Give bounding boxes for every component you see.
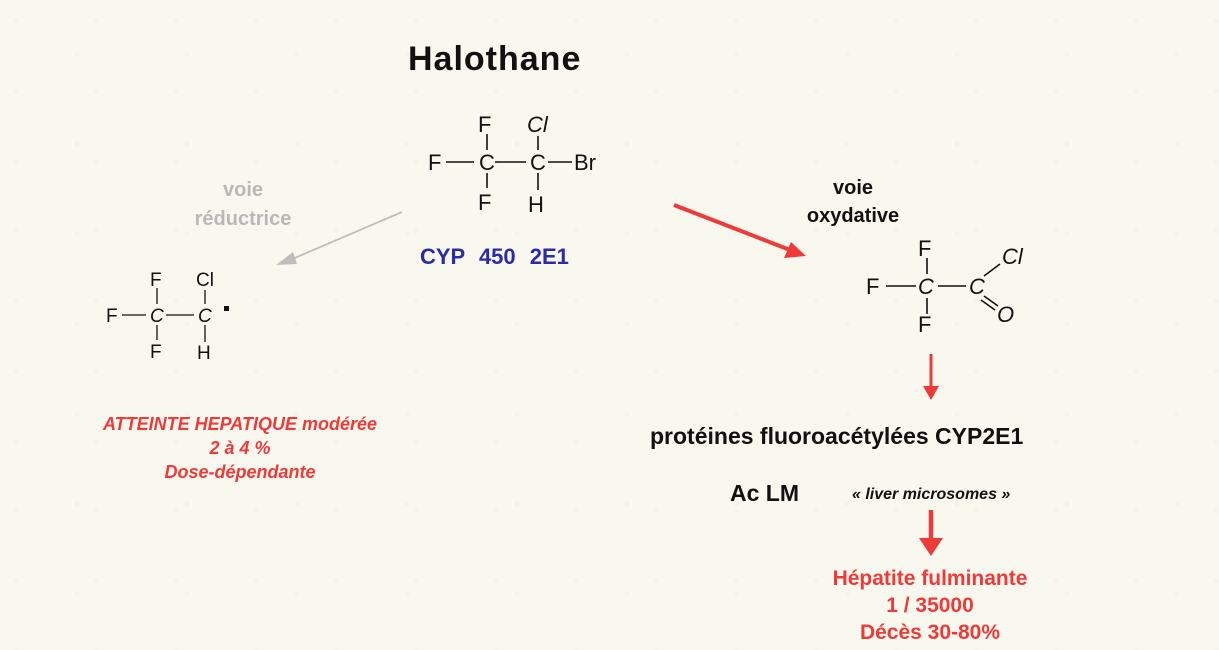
acyl-chloride-atoms: F F F C C Cl O (866, 236, 1024, 337)
arrow-to-proteins (923, 354, 939, 400)
atom-f: F (150, 342, 162, 363)
atom-c: C (918, 274, 934, 299)
atom-c: C (479, 150, 495, 175)
bond (980, 299, 996, 311)
atom-f: F (918, 312, 931, 337)
atom-cl: Cl (1002, 244, 1024, 269)
arrow-oxidative-head (784, 242, 806, 258)
atom-f: F (150, 270, 162, 291)
atom-f: F (478, 190, 491, 215)
arrow-oxidative-shaft (673, 203, 791, 252)
atom-o: O (997, 302, 1014, 327)
halothane-atoms: F F F C C Cl Br H (428, 112, 596, 217)
atom-f: F (866, 274, 879, 299)
enzyme-label: CYP 450 2E1 (420, 244, 569, 269)
oxidative-pathway-line2: oxydative (806, 205, 900, 227)
atom-c: C (530, 150, 546, 175)
slide-title: Halothane (408, 40, 582, 78)
hepatic-mild-line1: ATTEINTE HEPATIQUE modérée (102, 414, 378, 434)
bond (983, 263, 1001, 277)
antibody-label: Ac LM (730, 480, 799, 506)
fluoroacetylated-proteins-label: protéines fluoroacétylées CYP2E1 (650, 423, 1024, 449)
atom-f: F (106, 306, 118, 327)
atom-h: H (197, 343, 211, 364)
atom-f: F (918, 236, 931, 261)
reductive-pathway-label: voie réductrice (168, 176, 318, 234)
hepatic-mild-line3: Dose-dépendante (164, 462, 316, 482)
hepatic-mild-outcome: ATTEINTE HEPATIQUE modérée 2 à 4 % Dose-… (20, 412, 460, 484)
hepatic-severe-outcome: Hépatite fulminante 1 / 35000 Décès 30-8… (770, 565, 1090, 646)
halothane-structure (446, 134, 572, 190)
hepatic-severe-line3: Décès 30-80% (859, 621, 1001, 644)
radical-dot (224, 306, 229, 311)
arrow-to-hepatitis-head (919, 538, 943, 556)
oxidative-pathway-line1: voie (832, 177, 874, 199)
atom-c: C (150, 306, 164, 327)
hepatic-severe-line2: 1 / 35000 (886, 594, 974, 617)
arrow-reductive-shaft (289, 211, 403, 261)
atom-f: F (478, 112, 491, 137)
atom-c: C (198, 306, 212, 327)
atom-cl: Cl (527, 112, 549, 137)
atom-h: H (528, 192, 544, 217)
hepatic-mild-line2: 2 à 4 % (209, 438, 271, 458)
arrow-reductive-head (276, 252, 297, 265)
atom-c: C (969, 274, 985, 299)
bond (983, 295, 999, 307)
arrow-oxidative (673, 203, 806, 258)
reductive-pathway-line2: réductrice (194, 208, 292, 230)
hepatic-severe-line1: Hépatite fulminante (832, 567, 1028, 590)
atom-cl: Cl (196, 270, 214, 291)
arrow-to-proteins-head (923, 386, 939, 400)
oxidative-pathway-label: voie oxydative (778, 174, 928, 230)
antibody-note: « liver microsomes » (852, 486, 1011, 503)
atom-br: Br (574, 150, 596, 175)
reductive-pathway-line1: voie (222, 179, 264, 201)
arrow-reductive (276, 211, 403, 265)
atom-f: F (428, 150, 441, 175)
arrow-to-hepatitis (919, 510, 943, 556)
acyl-chloride-structure (886, 258, 1001, 314)
radical-structure (122, 288, 229, 342)
radical-atoms: F F F C C Cl H (106, 270, 214, 364)
